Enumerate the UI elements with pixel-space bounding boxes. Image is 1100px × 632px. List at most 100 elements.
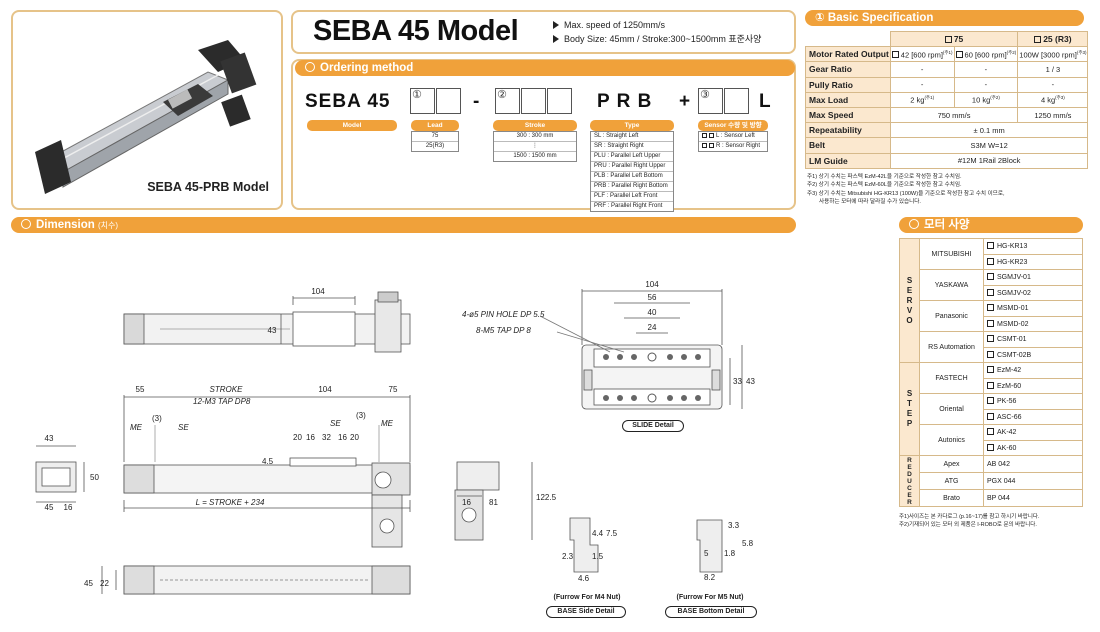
dim-slide-33: 33 [733,377,742,386]
sensor-options: L : Sensor Left R : Sensor Right [698,131,768,152]
dim-top-104: 104 [311,287,325,296]
triangle-bullet-icon [553,21,559,29]
dim-m4-75: 7.5 [606,529,618,538]
dim-motor-16: 16 [462,498,471,507]
checkbox-icon [987,443,994,451]
spec-section-header: ① Basic Specification [805,10,1084,26]
spec-notes: 주1) 상기 수치는 파스텍 EzM-42L을 기준으로 작성한 참고 수치임.… [807,173,1092,207]
type-option: SR : Straight Right [591,142,673,152]
dim-end-43: 43 [45,434,54,443]
dim-motor-81: 81 [489,498,498,507]
dim-l-formula: L = STROKE + 234 [196,498,265,507]
stroke-cell-3 [547,88,572,114]
motor-end-view [456,461,500,491]
title-notes: Max. speed of 1250mm/s Body Size: 45mm /… [553,18,761,46]
square-icon [955,51,963,59]
model-title: SEBA 45 Model [313,15,519,47]
stroke-cell-2 [521,88,546,114]
stroke-option: 300 : 300 mm [494,132,576,142]
base-side-tag: BASE Side Detail [546,606,626,618]
spec-table: 75 25 (R3) Motor Rated Output 42 [600 rp… [805,30,1089,169]
checkbox-icon [987,428,994,436]
dim-bottom-22: 22 [100,579,109,588]
product-photo-box: SEBA 45-PRB Model [11,10,283,210]
dim-m4-15: 1.5 [592,552,604,561]
dim-slide-56: 56 [648,293,657,302]
dim-me-right: ME [381,419,394,428]
dim-me-left: ME [130,423,143,432]
dim-32: 32 [322,433,331,442]
dim-45-offset: 4.5 [262,457,274,466]
motor-note: 주2)기재되어 있는 모터 외 제품은 I-ROBO로 문의 바랍니다. [899,522,1037,528]
spec-row: Max Speed 750 mm/s 1250 mm/s [805,106,1089,124]
checkbox-icon [987,273,994,281]
type-option: PRF : Parallel Right Front [594,203,663,209]
photo-caption: SEBA 45-PRB Model [147,180,269,194]
motor-note: 주1)사이즈는 본 카다로그 (p.16~17)를 참고 하시기 바랍니다. [899,514,1040,520]
title-box: SEBA 45 Model Max. speed of 1250mm/s Bod… [291,10,796,54]
checkbox-icon [702,143,707,148]
checkbox-icon [987,381,994,389]
spec-note: 사용하는 모터에 따라 달라질 수가 있습니다. [819,199,921,206]
order-code-prefix: SEBA 45 [305,91,391,112]
motor-row: Brato BP 044 [900,489,1083,507]
slide-detail-tag: SLIDE Detail [622,420,684,432]
tag-sensor: Sensor 수량 및 방향 [698,120,768,131]
side-view-slider [289,457,357,467]
sensor-option: L : Sensor Left [699,132,767,142]
spec-row: Repeatability ± 0.1 mm [805,122,1089,139]
lead-cell-2 [436,88,461,114]
checkbox-icon [987,366,994,374]
sensor-cell-1: ③ [698,88,723,114]
top-view-slider [292,311,356,347]
ordering-box: Ordering method SEBA 45 ① - ② P R B + ③ … [291,59,796,212]
dim-se-right: SE [330,419,341,428]
dimension-section-header: Dimension (치수) [11,217,796,233]
order-dash: - [473,91,481,112]
checkbox-icon [987,304,994,312]
checkbox-icon [709,143,714,148]
dim-tap-m3: 12-M3 TAP DP8 [193,397,251,406]
dim-tap-m5: 8-M5 TAP DP 8 [476,326,531,335]
type-option: PRB : Parallel Right Bottom [591,182,673,192]
checkbox-icon [987,412,994,420]
dim-end-45: 45 [45,503,54,512]
dim-slide-43: 43 [746,377,755,386]
stroke-option: 1500 : 1500 mm [513,153,557,159]
dim-slide-104: 104 [645,280,659,289]
dim-three-left: (3) [152,414,162,423]
spec-col-25: 25 (R3) [1017,30,1089,48]
dim-stroke: STROKE [210,385,244,394]
dim-m5-5: 5 [704,549,709,558]
dim-se-left: SE [178,423,189,432]
tag-stroke: Stroke [493,120,577,131]
base-bottom-tag: BASE Bottom Detail [665,606,757,618]
ordering-section-header: Ordering method [295,60,795,76]
dim-m4-46: 4.6 [578,574,590,583]
motor-row: RS Automation CSMT-01 [900,331,1083,363]
checkbox-icon [1034,36,1042,44]
spec-row: LM Guide #12M 1Rail 2Block [805,152,1089,169]
spec-note: 주3) 상기 수치는 Mitsubishi HG-KR13 (100W)을 기준… [807,190,1005,197]
dim-20a: 20 [293,433,302,442]
checkbox-icon [987,350,994,358]
dim-75: 75 [389,385,398,394]
dim-end-16: 16 [64,503,73,512]
tag-type: Type [590,120,674,131]
dim-motor-1225: 122.5 [536,493,557,502]
order-suffix: L [759,91,772,112]
m5-furrow-drawing [696,519,723,573]
checkbox-icon [709,133,714,138]
dim-20b: 20 [350,433,359,442]
dim-m4-44: 4.4 [592,529,604,538]
order-plus: + [679,91,692,112]
lead-option: 75 [412,132,458,142]
checkbox-icon [702,133,707,138]
spec-row: Motor Rated Output 42 [600 rpm](주1) 60 [… [805,46,1089,63]
type-option: PLB : Parallel Left Bottom [591,172,673,182]
